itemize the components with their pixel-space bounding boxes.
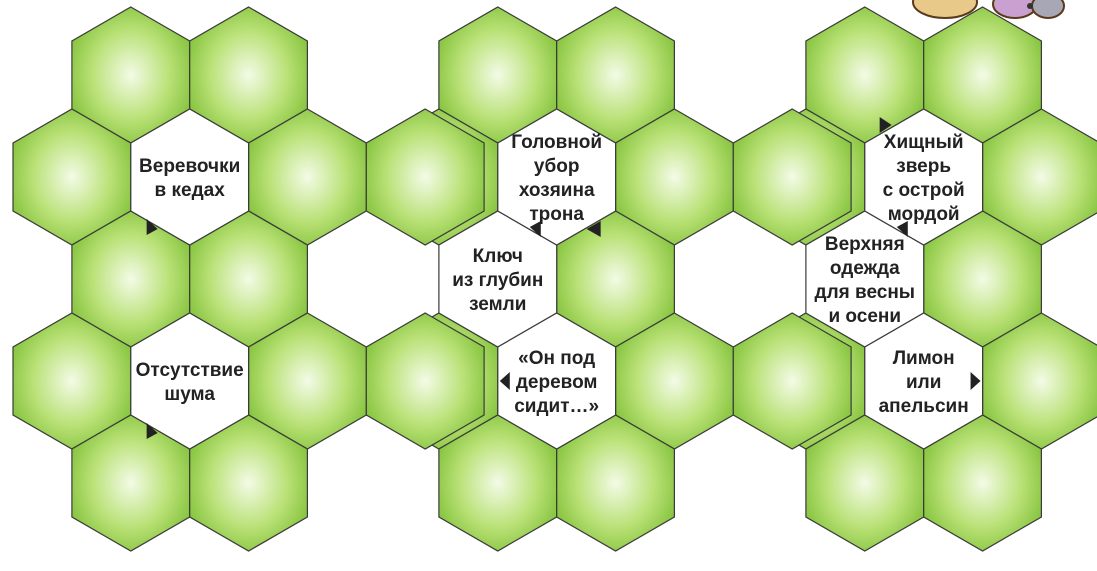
clue-text-line: трона	[529, 204, 584, 225]
clue-text-line: Хищный	[884, 132, 964, 153]
clue-text-line: земли	[469, 294, 526, 315]
clue-text-line: с острой	[883, 180, 965, 201]
clue-text-line: шума	[164, 384, 215, 405]
clue-text-line: Головной	[511, 132, 602, 153]
clue-text-line: апельсин	[879, 396, 969, 417]
clue-text-line: из глубин	[452, 270, 543, 291]
clue-text-line: Отсутствие	[136, 360, 244, 381]
clue-text-line: убор	[534, 156, 580, 177]
clue-text-line: для весны	[815, 282, 916, 303]
clue-text-line: хозяина	[519, 180, 595, 201]
clue-text-line: в кедах	[155, 180, 226, 201]
clue-text-line: Ключ	[473, 246, 523, 267]
clue-text-line: деревом	[516, 372, 598, 393]
clue-text-line: Лимон	[893, 348, 955, 369]
clue-text-line: одежда	[830, 258, 900, 279]
clue-text-line: сидит…»	[514, 396, 599, 417]
clue-text-line: зверь	[896, 156, 951, 177]
clue-text-line: «Он под	[518, 348, 595, 369]
clue-text-line: или	[906, 372, 941, 393]
clue-text-line: Веревочки	[139, 156, 240, 177]
clue-text-line: Верхняя	[825, 234, 905, 255]
clue-text-line: и осени	[828, 306, 901, 327]
clue-text-line: мордой	[888, 204, 960, 225]
